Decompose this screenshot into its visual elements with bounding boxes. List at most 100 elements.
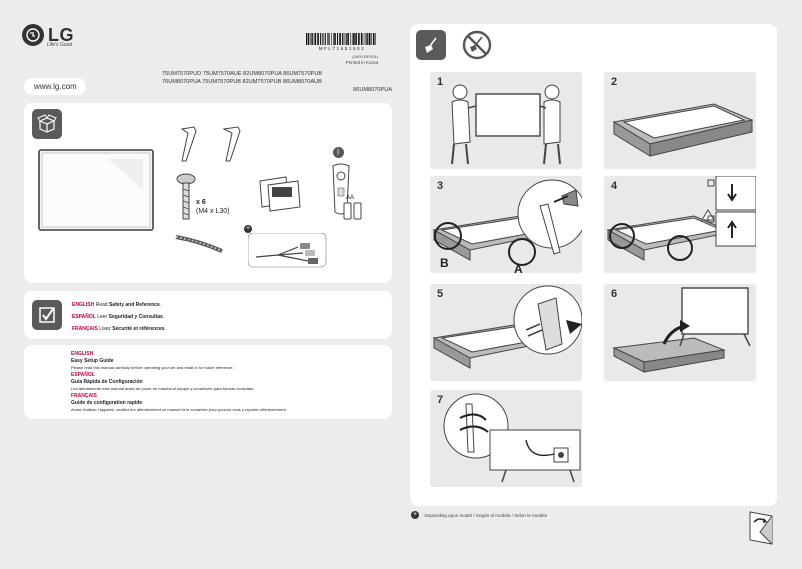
manual-ref-lang: ESPAÑOL <box>72 314 96 320</box>
manual-ref-lang: FRANÇAIS <box>72 326 98 332</box>
step-3-label-b: B <box>440 256 449 270</box>
guide-lang: ENGLISH <box>71 351 94 357</box>
guide-lang: FRANÇAIS <box>71 393 97 399</box>
manual-ref-row: ESPAÑOL Leer Seguridad y Consultas. <box>72 311 166 323</box>
barcode-bar <box>333 33 334 45</box>
plus-icon: + <box>244 225 252 233</box>
barcode-bar <box>363 33 365 45</box>
step-7: 7 <box>430 390 582 487</box>
manual-ref-post: . <box>159 302 162 308</box>
cable-holder <box>174 233 224 255</box>
stand-legs <box>174 125 254 165</box>
manual-ref-post: . <box>162 314 165 320</box>
barcode-bar <box>347 33 349 45</box>
step-3-illustration <box>432 179 582 266</box>
barcode-bar <box>307 33 310 45</box>
manual-refs-panel: ENGLISH Read Safety and Reference.ESPAÑO… <box>24 291 392 339</box>
barcode-code: MFL71651502 <box>318 46 366 51</box>
step-7-illustration <box>443 393 581 483</box>
guide-lang: ESPAÑOL <box>71 372 95 378</box>
barcode-bar <box>331 33 332 45</box>
step-1-number: 1 <box>437 76 444 88</box>
guide-title: Guía Rápida de Configuración <box>71 379 143 385</box>
barcode-bar <box>342 33 344 45</box>
barcode-subcode: (1903-REV01) <box>352 54 378 59</box>
guide-body: Avant d'utiliser l'appareil, veuillez li… <box>71 407 287 412</box>
barcode-bar <box>328 33 329 45</box>
barcode-bar <box>317 33 319 45</box>
guide-title: Easy Setup Guide <box>71 358 114 364</box>
batteries-illustration: AA <box>342 195 364 221</box>
step-2-illustration <box>612 103 754 157</box>
manual-ref-title: Sécurité et références <box>112 326 165 332</box>
manual-ref-post: . <box>164 326 166 332</box>
guide-title: Guide de configuration rapide <box>71 400 143 406</box>
step-5-illustration <box>432 285 582 369</box>
assembly-panel: 1 2 3 <box>410 24 777 506</box>
barcode-bar <box>322 33 324 45</box>
barcode-bar <box>351 33 353 45</box>
barcode-bar <box>312 33 314 45</box>
step-2-number: 2 <box>611 76 618 88</box>
box-contents-panel: x 6 (M4 x L30) ᛒ AA + <box>24 103 392 283</box>
step-1: 1 <box>430 72 582 169</box>
step-3-number: 3 <box>437 180 444 192</box>
manual-ref-row: FRANÇAIS Lisez Sécurité et références. <box>72 323 166 335</box>
battery-label: AA <box>346 195 355 201</box>
manual-refs-list: ENGLISH Read Safety and Reference.ESPAÑO… <box>72 299 166 335</box>
barcode-bar <box>343 33 345 45</box>
barcode-bar <box>353 33 355 45</box>
barcode-bar <box>375 33 376 45</box>
lg-logo-text: LG <box>48 24 74 45</box>
manual-ref-title: Safety and Reference <box>108 302 160 308</box>
broom-icon <box>416 30 446 60</box>
step-1-illustration <box>451 84 561 165</box>
barcode-bar <box>360 33 363 45</box>
manual-ref-pre: Read <box>95 302 109 308</box>
model-line-3: 86UM8070PUA <box>353 87 392 93</box>
footnote-text: : Depending upon model / Según el modelo… <box>422 512 548 518</box>
screw-size: (M4 x L30) <box>196 208 230 215</box>
step-4: 4 <box>604 176 756 273</box>
barcode-bar <box>327 33 328 45</box>
screw-spec: x 6 (M4 x L30) <box>196 198 229 216</box>
barcode-bar <box>310 33 312 45</box>
barcode-bar <box>365 33 367 45</box>
footnote: + : Depending upon model / Según el mode… <box>411 511 547 519</box>
page-turn-icon <box>746 508 776 546</box>
manual-ref-pre: Lisez <box>99 326 113 332</box>
barcode: MFL71651502 (1903-REV01) Printed in Kore… <box>306 33 378 65</box>
tv-illustration <box>38 149 154 231</box>
manual-ref-title: Seguridad y Consultas <box>108 314 163 320</box>
guide-body: Please read this manual carefully before… <box>71 365 234 370</box>
step-6-number: 6 <box>611 288 618 300</box>
barcode-bar <box>350 33 351 45</box>
screw-count: x 6 <box>196 199 206 206</box>
barcode-bar <box>320 33 322 45</box>
barcode-bar <box>334 33 336 45</box>
box-icon <box>32 109 62 139</box>
step-5-number: 5 <box>437 288 444 300</box>
bluetooth-icon: ᛒ <box>333 147 344 158</box>
barcode-bar <box>329 33 330 45</box>
model-line-1: 75UM7570PUD 75UM7570AUE 82UM8070PUA 86UM… <box>162 71 323 77</box>
model-line-2: 75UM8070PUA 75UM7570PUB 82UM7570PUB 86UM… <box>162 79 322 85</box>
step-5: 5 <box>430 284 582 381</box>
barcode-bar <box>358 33 360 45</box>
optional-cable: + <box>244 225 328 269</box>
step-4-illustration <box>606 176 756 261</box>
screws-illustration <box>174 173 198 223</box>
step-6-illustration <box>612 287 751 373</box>
step-6: 6 <box>604 284 756 381</box>
website-link[interactable]: www.lg.com <box>24 78 86 95</box>
barcode-bar <box>355 33 357 45</box>
barcode-bar <box>367 33 369 45</box>
manual-ref-lang: ENGLISH <box>72 302 95 308</box>
no-broom-icon <box>462 30 492 60</box>
step-3: 3 B A <box>430 176 582 276</box>
